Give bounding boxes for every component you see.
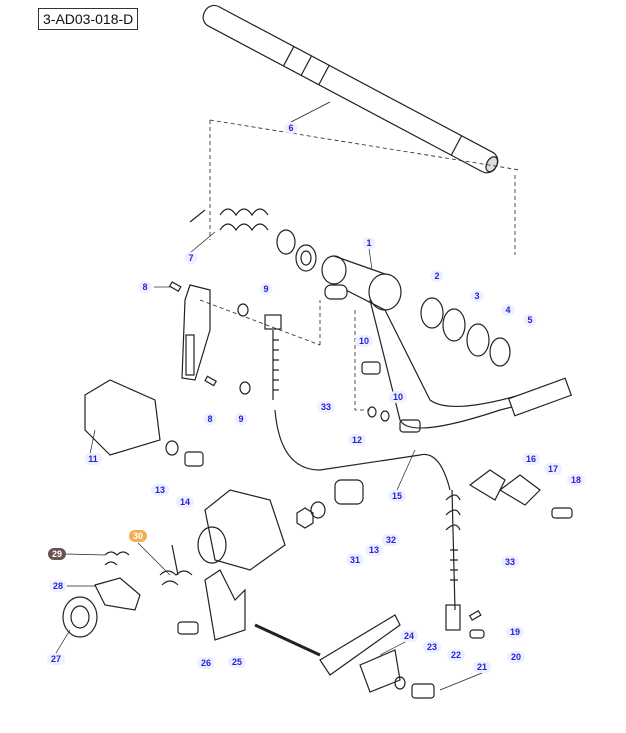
- callout-24[interactable]: 24: [399, 630, 419, 642]
- callout-20[interactable]: 20: [506, 651, 526, 663]
- callout-32[interactable]: 32: [381, 534, 401, 546]
- callout-9[interactable]: 9: [234, 413, 248, 425]
- callout-4[interactable]: 4: [501, 304, 515, 316]
- callout-29-highlighted[interactable]: 29: [47, 548, 67, 560]
- callout-16[interactable]: 16: [521, 453, 541, 465]
- callout-33[interactable]: 33: [500, 556, 520, 568]
- callout-27[interactable]: 27: [46, 653, 66, 665]
- callout-13[interactable]: 13: [150, 484, 170, 496]
- callout-28[interactable]: 28: [48, 580, 68, 592]
- callout-26[interactable]: 26: [196, 657, 216, 669]
- callout-6[interactable]: 6: [284, 122, 298, 134]
- callout-17[interactable]: 17: [543, 463, 563, 475]
- callout-12[interactable]: 12: [347, 434, 367, 446]
- callout-7[interactable]: 7: [184, 252, 198, 264]
- callout-15[interactable]: 15: [387, 490, 407, 502]
- shaft-part-6: [202, 4, 499, 174]
- callout-31[interactable]: 31: [345, 554, 365, 566]
- diagram-reference-code: 3-AD03-018-D: [38, 8, 139, 30]
- callout-10[interactable]: 10: [354, 335, 374, 347]
- callout-1[interactable]: 1: [362, 237, 376, 249]
- callout-14[interactable]: 14: [175, 496, 195, 508]
- pedal-part-1: [321, 255, 573, 429]
- callout-23[interactable]: 23: [422, 641, 442, 653]
- callout-18[interactable]: 18: [566, 474, 586, 486]
- callout-3[interactable]: 3: [470, 290, 484, 302]
- callout-10[interactable]: 10: [388, 391, 408, 403]
- callout-2[interactable]: 2: [430, 270, 444, 282]
- callout-13[interactable]: 13: [364, 544, 384, 556]
- callout-25[interactable]: 25: [227, 656, 247, 668]
- callout-19[interactable]: 19: [505, 626, 525, 638]
- callout-5[interactable]: 5: [523, 314, 537, 326]
- callout-22[interactable]: 22: [446, 649, 466, 661]
- callout-21[interactable]: 21: [472, 661, 492, 673]
- callout-8[interactable]: 8: [138, 281, 152, 293]
- callout-8[interactable]: 8: [203, 413, 217, 425]
- callout-30-highlighted[interactable]: 30: [128, 530, 148, 542]
- callout-11[interactable]: 11: [84, 453, 102, 465]
- callout-33[interactable]: 33: [316, 401, 336, 413]
- callout-9[interactable]: 9: [259, 283, 273, 295]
- spring-part-7: [189, 208, 269, 232]
